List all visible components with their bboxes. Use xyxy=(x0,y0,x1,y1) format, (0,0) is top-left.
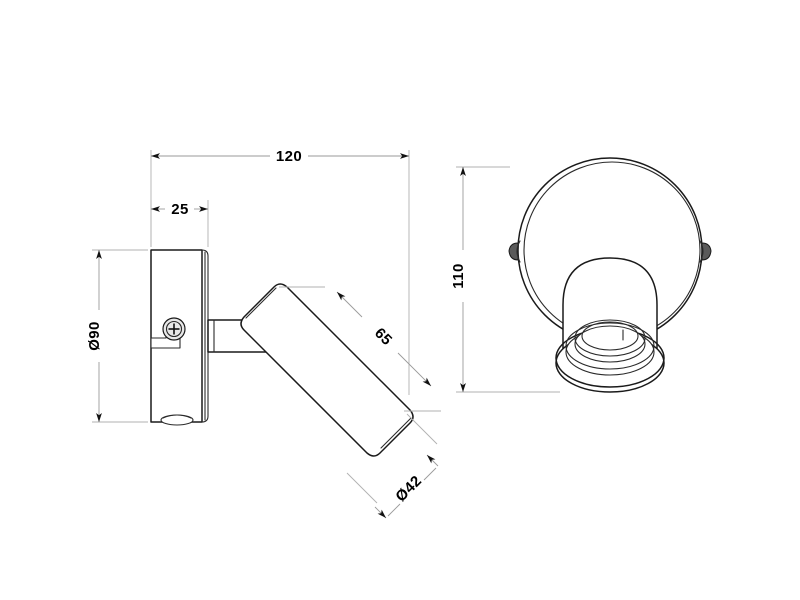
dimension-label-overall-depth: 120 xyxy=(276,148,302,165)
dimension-label-head-diameter: Ø42 xyxy=(392,472,425,505)
plate-side-tab-right xyxy=(699,240,712,263)
dimension-label-plate-diameter: Ø90 xyxy=(86,321,103,351)
dimension-label-head-length: 65 xyxy=(371,325,395,349)
dimension-overall-height: 110 xyxy=(450,166,560,393)
dimension-plate-diameter: Ø90 xyxy=(86,249,148,423)
plate-side-tab-left xyxy=(508,240,521,263)
dimension-overall-depth: 120 xyxy=(150,148,410,395)
fixing-screw-side xyxy=(162,317,186,341)
dimension-plate-depth: 25 xyxy=(150,200,209,247)
front-elevation-view xyxy=(508,157,712,393)
side-view-dimensions: 120 25 Ø90 xyxy=(86,148,441,519)
lamp-head-cylinder-side xyxy=(240,283,414,457)
dimension-label-plate-depth: 25 xyxy=(171,201,189,218)
front-view-dimensions: 110 xyxy=(450,166,560,393)
side-elevation-view xyxy=(150,249,414,457)
dimension-label-overall-height: 110 xyxy=(450,263,467,288)
lamp-socket-front xyxy=(555,319,665,393)
